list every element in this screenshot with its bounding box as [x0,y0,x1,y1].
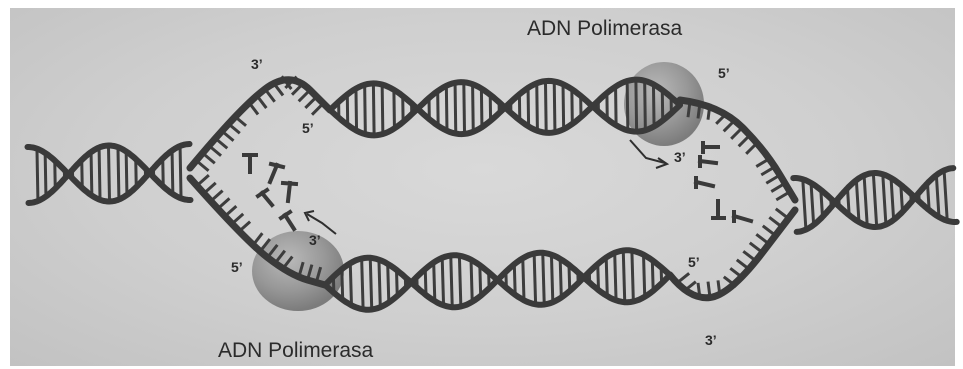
base-pair-rung [856,180,859,222]
base-pair-rung [616,87,617,126]
base-pair-rung [126,151,127,195]
base-pair-rung [551,255,552,302]
base-pair-rung [632,251,633,302]
base-pair-rung [883,174,886,224]
base-pair-rung [528,88,529,127]
base-pair-rung [652,260,653,291]
helix-strands [28,80,957,310]
base-pair-rung [606,258,607,297]
base-pair-rung [944,170,947,220]
polymerase-label-top: ADN Polimerasa [527,17,682,41]
base-pair-rung [118,147,119,199]
base-pair-rung [180,146,181,198]
base-pair-rung [560,259,561,298]
base-pair-rung [350,263,351,305]
base-pair-rung [534,253,535,304]
base-pair-rung [442,258,443,305]
base-pair-rung [645,81,646,130]
base-pair-rung [473,84,474,131]
base-pair-rung [803,179,806,229]
arrow-icon [307,214,336,234]
base-pair-rung [394,90,395,129]
base-pair-rung [545,81,546,133]
base-pair-rung [471,260,472,302]
base-pair-rung [891,178,894,220]
base-pair-rung [356,89,357,131]
base-pair-rung [362,258,363,309]
base-pair-rung [446,86,447,131]
strand-end-label: 3’ [705,332,717,348]
base-pair-rung [480,265,481,296]
base-pair-rung [615,253,616,300]
strand-end-label: 5’ [231,259,243,275]
base-pair-rung [370,258,371,310]
synthesis-arrows [305,140,667,234]
base-pair-rung [554,81,555,132]
base-pair-rung [481,89,482,128]
base-pair-rung [172,151,173,195]
base-pair-rung [936,175,939,217]
base-pair-rung [623,250,624,302]
base-pair-rung [464,82,465,134]
base-pair-rung [365,85,366,134]
strand-end-label: 3’ [674,149,686,165]
base-pair-rung [644,255,645,297]
base-pair-rung [342,269,343,300]
base-pair-rung [537,83,538,130]
base-pair-rung [523,258,524,300]
base-pair-rung [99,148,100,200]
strand-end-label: 5’ [718,65,730,81]
base-pair-rung [451,255,452,307]
base-pair-rung [91,152,92,196]
base-pair-rung [636,80,637,132]
base-pair-rung [455,83,456,134]
base-pair-rung [627,81,628,130]
base-pair-rung [379,260,380,307]
polymerase-label-bottom: ADN Polimerasa [218,339,373,363]
base-pair-rung [873,173,876,227]
base-pair-rung [37,149,38,201]
base-pair-rung [459,256,460,307]
strand-end-label: 3’ [251,56,263,72]
base-pair-rung [543,253,544,305]
strand-end-label: 5’ [688,254,700,270]
base-pair-rung [388,264,389,303]
base-pair-rung [864,175,867,225]
strand-end-label: 5’ [302,120,314,136]
base-pair-rung [45,153,46,197]
free-nucleotides-right [696,143,751,221]
strand-end-label: 3’ [309,232,321,248]
base-pair-rung [514,264,515,295]
base-pair-rung [382,85,383,134]
base-pair-rung [108,146,109,202]
base-pair-rung [373,83,374,135]
base-pair-rung [563,84,564,129]
base-pair-rung [653,84,654,126]
base-pair-rung [811,183,814,225]
base-pair-rung [434,263,435,302]
free-nucleotides-left [244,155,296,229]
